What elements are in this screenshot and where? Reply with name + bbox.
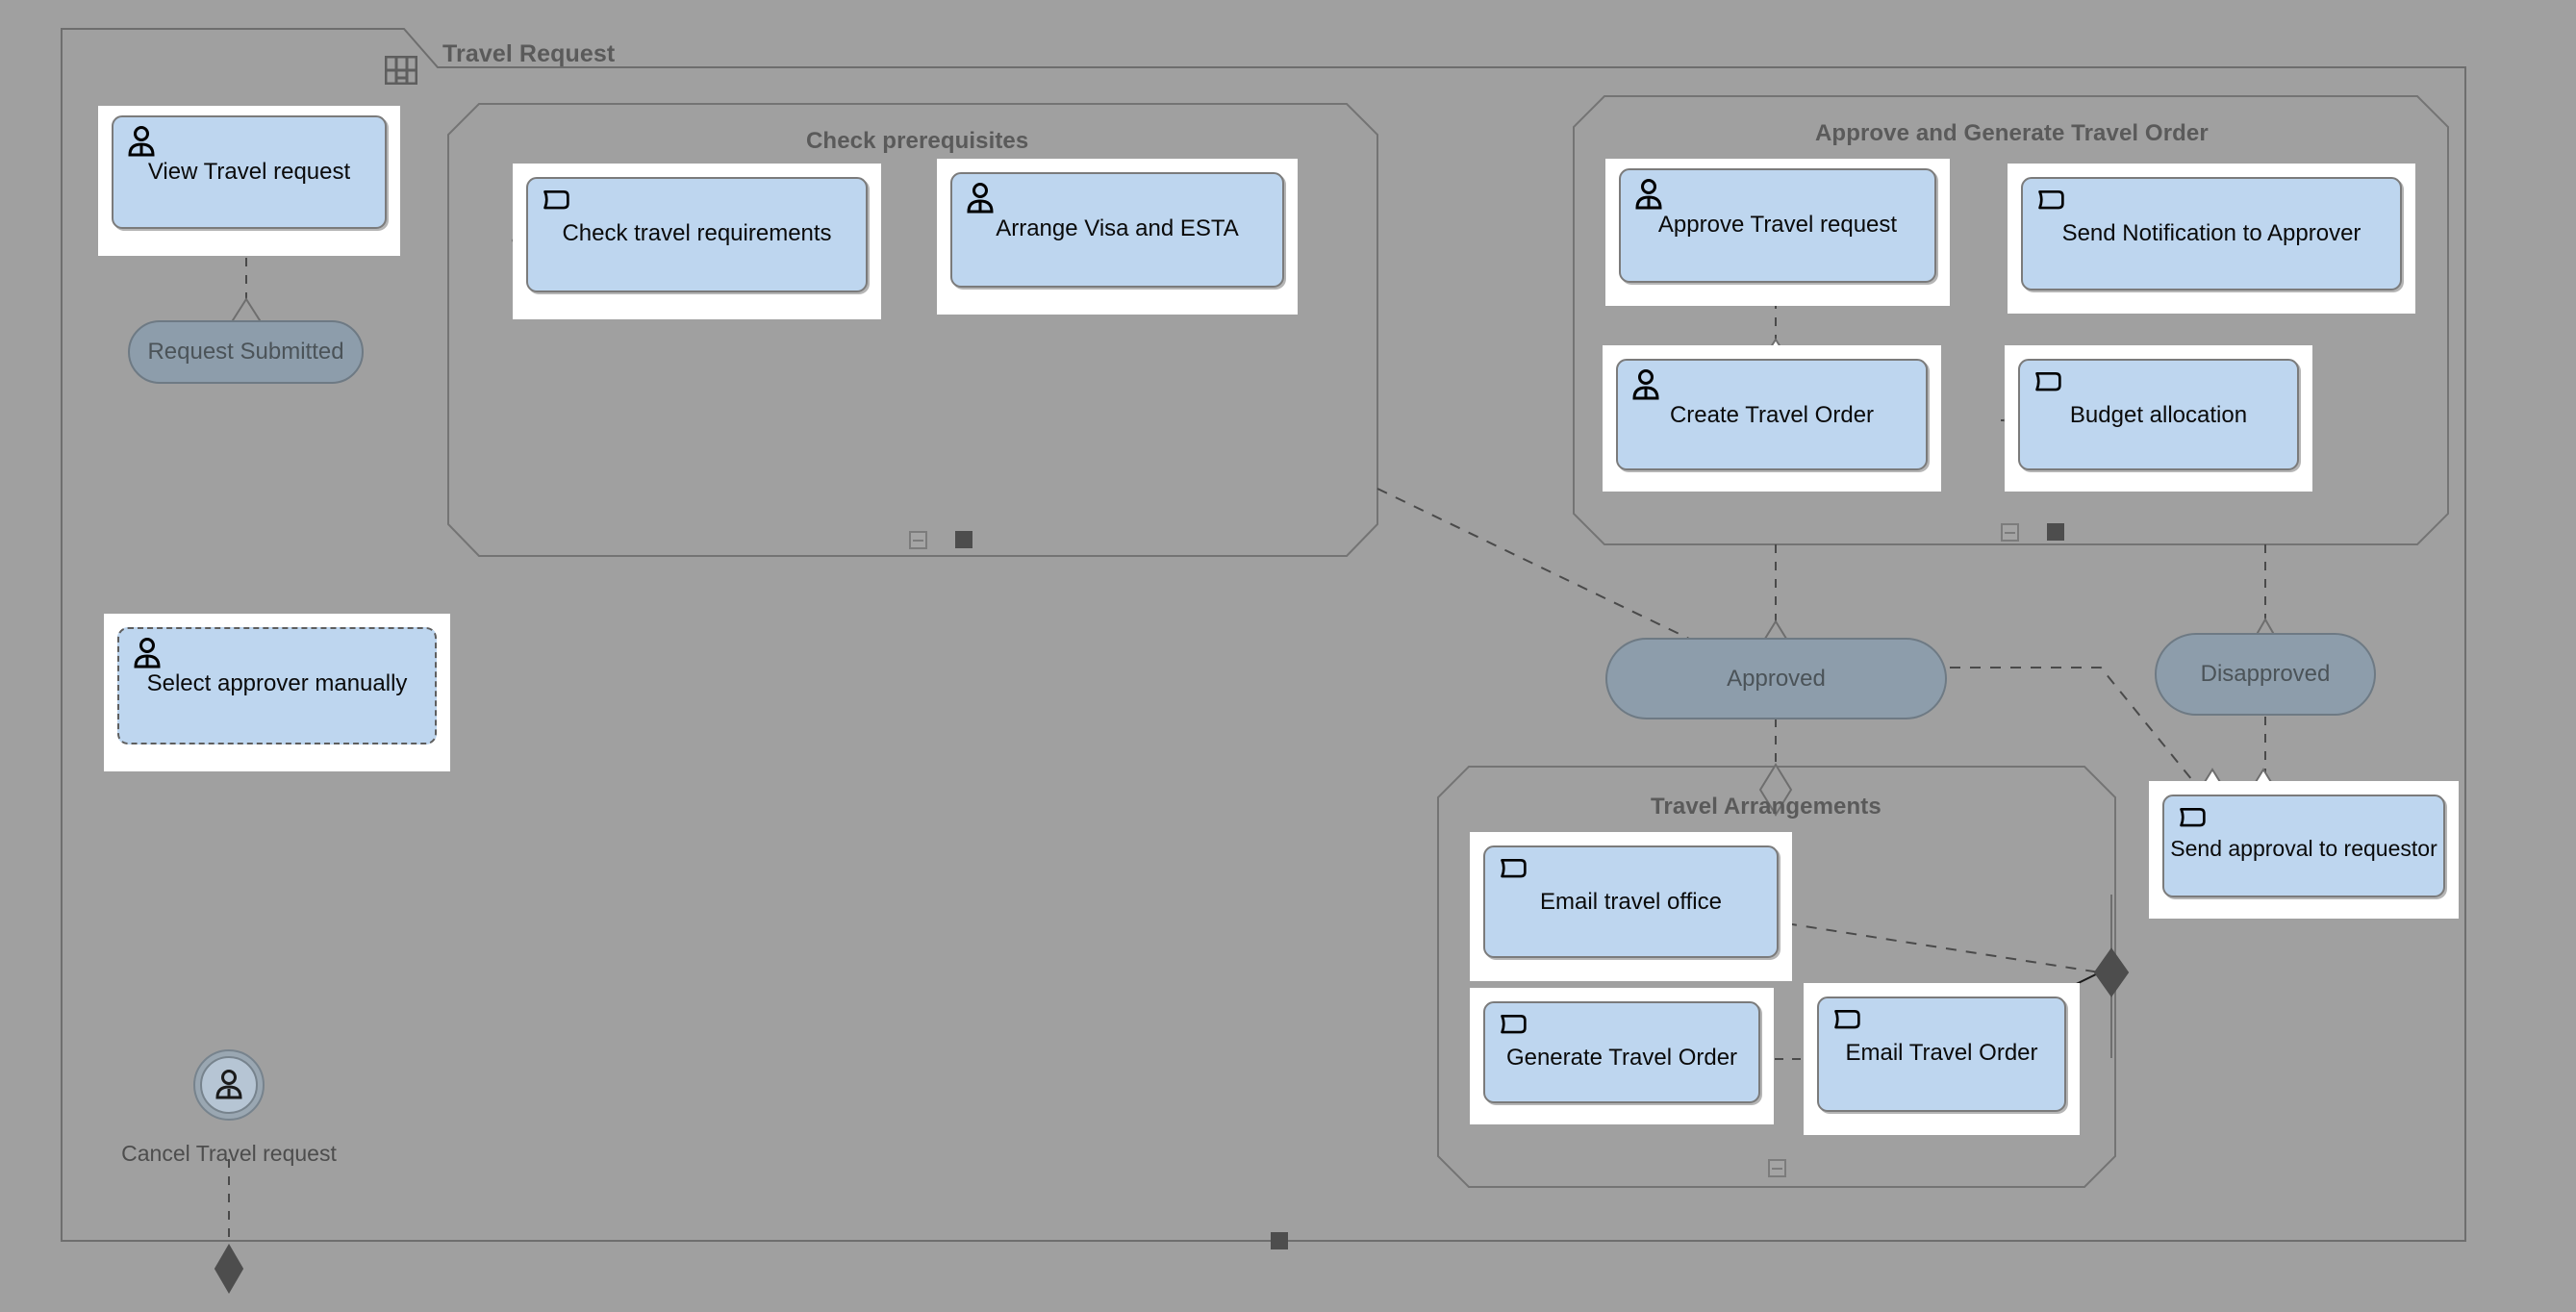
node-label: Email travel office: [1540, 889, 1722, 915]
event-cancel-travel-request[interactable]: [192, 1048, 265, 1122]
node-send-approval-requestor[interactable]: Send approval to requestor: [2149, 781, 2459, 919]
node-label: Email Travel Order: [1845, 1040, 2038, 1066]
user-icon: [1632, 178, 1665, 211]
group-title-check-prerequisites: Check prerequisites: [806, 128, 1029, 154]
node-label: Send Notification to Approver: [2061, 220, 2361, 246]
node-check-travel-requirements[interactable]: Check travel requirements: [513, 164, 881, 319]
node-generate-travel-order[interactable]: Generate Travel Order: [1470, 988, 1774, 1124]
status-label: Request Submitted: [147, 339, 344, 365]
node-label: Select approver manually: [146, 670, 408, 696]
node-view-travel-request[interactable]: View Travel request: [98, 106, 400, 256]
status-badge-approved[interactable]: Approved: [1605, 638, 1947, 719]
node-budget-allocation[interactable]: Budget allocation: [2005, 345, 2312, 492]
status-label: Disapproved: [2200, 661, 2331, 687]
node-label: Create Travel Order: [1669, 402, 1875, 428]
page-title: Travel Request: [442, 40, 616, 67]
node-email-travel-office[interactable]: Email travel office: [1470, 832, 1792, 981]
event-label-cancel-travel-request: Cancel Travel request: [121, 1141, 337, 1166]
collapse-minus-icon-travel-arrangements[interactable]: [1768, 1159, 1786, 1177]
node-create-travel-order[interactable]: Create Travel Order: [1603, 345, 1941, 492]
status-badge-request-submitted[interactable]: Request Submitted: [128, 320, 364, 384]
node-approve-travel-request[interactable]: Approve Travel request: [1605, 159, 1950, 306]
group-title-travel-arrangements: Travel Arrangements: [1651, 794, 1881, 820]
group-title-approve-generate: Approve and Generate Travel Order: [1815, 120, 2209, 146]
node-label: Approve Travel request: [1657, 212, 1898, 238]
user-icon: [1629, 368, 1662, 401]
node-label: View Travel request: [147, 159, 351, 185]
user-icon: [125, 125, 158, 158]
node-label: Check travel requirements: [562, 220, 832, 246]
document-icon: [1497, 1011, 1529, 1044]
collapse-minus-icon-check-prerequisites[interactable]: [909, 531, 927, 549]
node-label: Arrange Visa and ESTA: [996, 215, 1239, 241]
status-badge-disapproved[interactable]: Disapproved: [2155, 633, 2376, 716]
user-icon: [131, 637, 164, 669]
status-label: Approved: [1727, 665, 1826, 692]
node-send-notification-approver[interactable]: Send Notification to Approver: [2008, 164, 2415, 314]
dark-square-icon-approve-generate[interactable]: [2047, 523, 2064, 541]
node-email-travel-order[interactable]: Email Travel Order: [1804, 983, 2080, 1135]
node-label: Generate Travel Order: [1505, 1045, 1738, 1071]
node-select-approver-manually[interactable]: Select approver manually: [104, 614, 450, 771]
document-icon: [2176, 804, 2209, 837]
dark-square-icon-check-prerequisites[interactable]: [955, 531, 972, 548]
collapse-minus-icon-approve-generate[interactable]: [2001, 523, 2019, 542]
document-icon: [1497, 855, 1529, 888]
node-label: Budget allocation: [2069, 402, 2248, 428]
document-icon: [1831, 1006, 1863, 1039]
node-label: Send approval to requestor: [2170, 836, 2437, 861]
document-icon: [2032, 368, 2064, 401]
grid-icon: [384, 55, 418, 86]
user-icon: [964, 182, 997, 214]
dark-square-icon-pool[interactable]: [1271, 1232, 1288, 1249]
document-icon: [2034, 187, 2067, 219]
document-icon: [540, 187, 572, 219]
node-arrange-visa-esta[interactable]: Arrange Visa and ESTA: [937, 159, 1298, 315]
